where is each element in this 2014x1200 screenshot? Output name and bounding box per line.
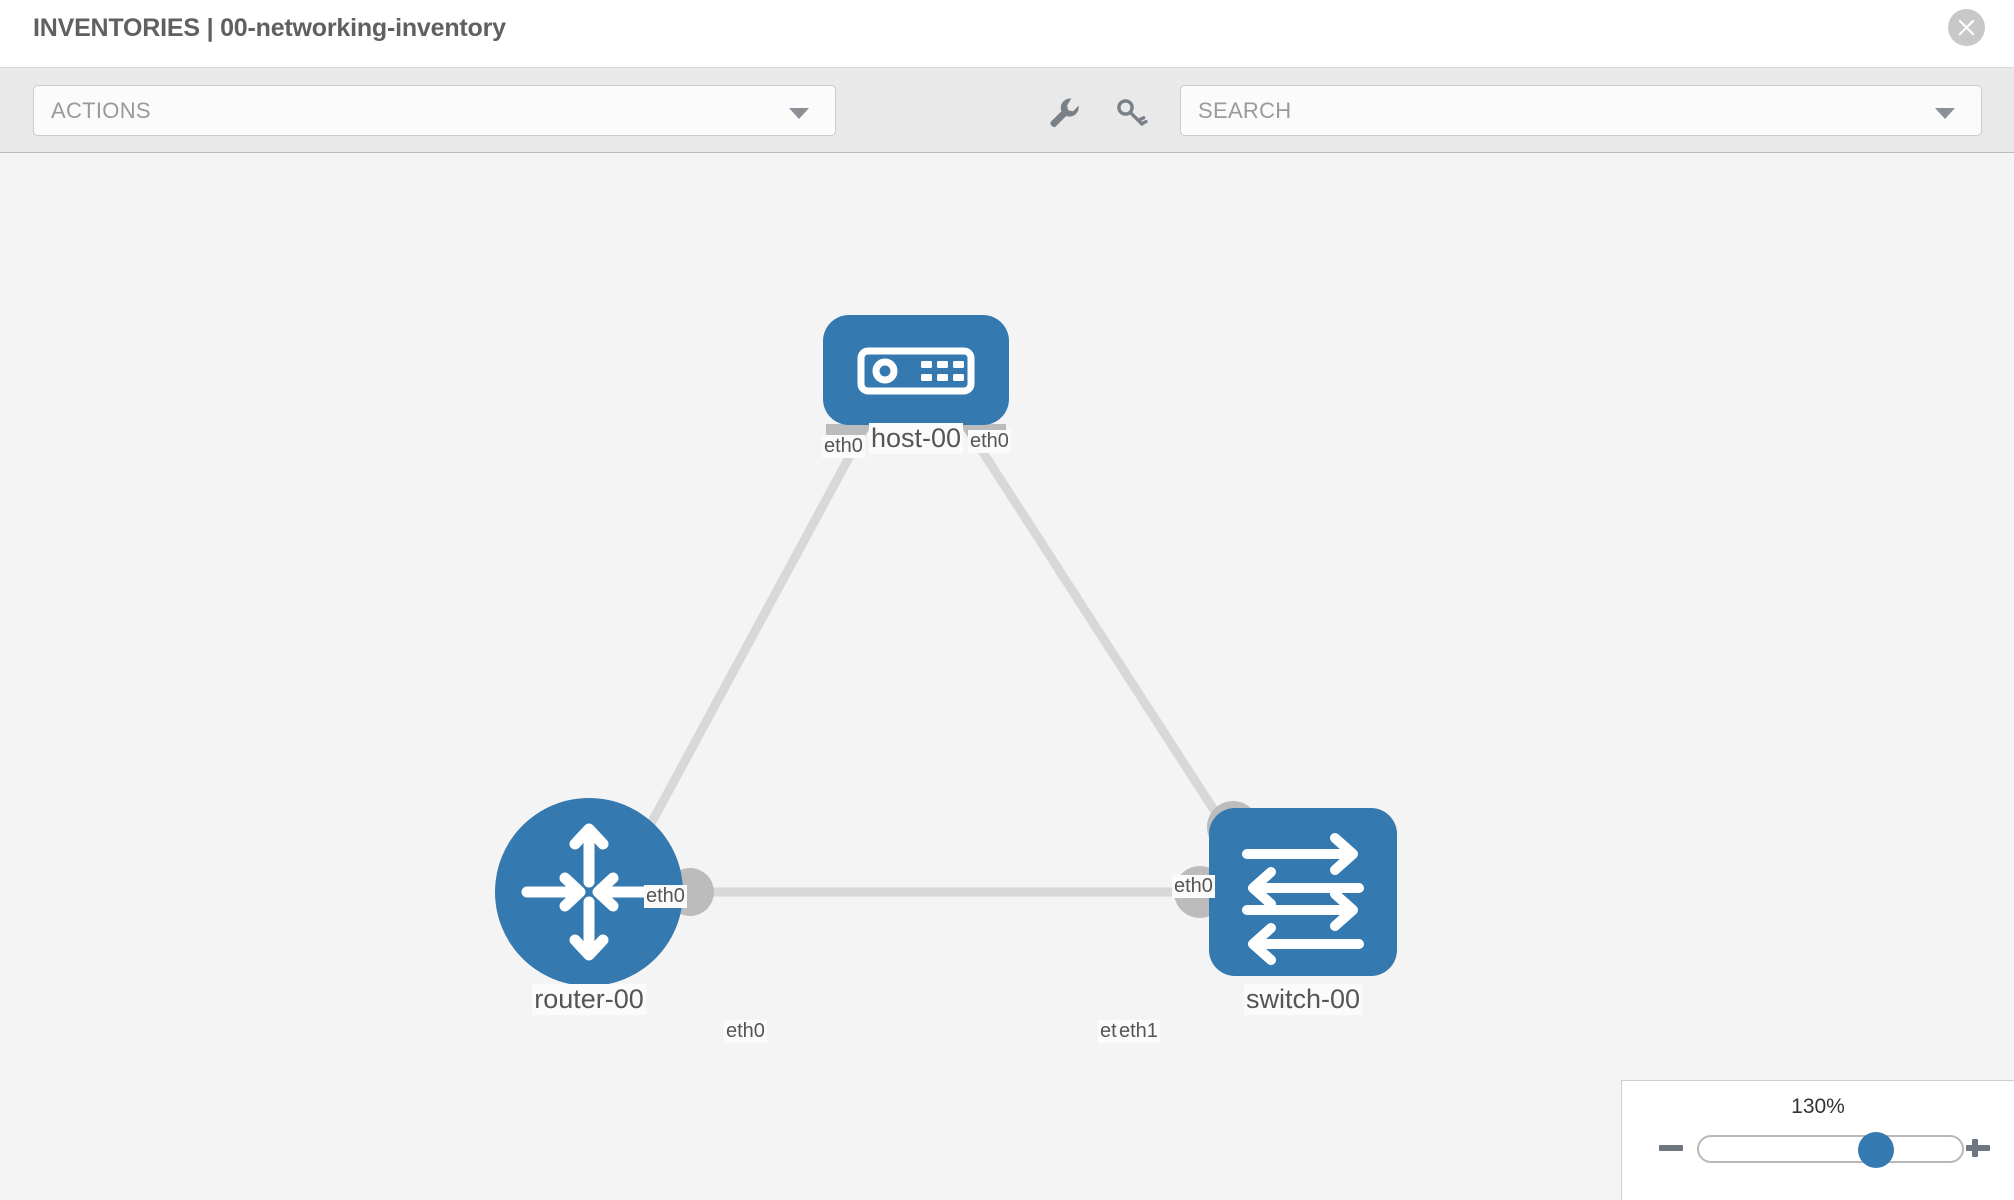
iface-label-switch-eth1-trunk[interactable]: eth1 (1117, 1020, 1160, 1043)
link-edges (636, 423, 1236, 897)
node-label-switch-00[interactable]: switch-00 (1243, 984, 1363, 1015)
iface-label-host-eth0-left[interactable]: eth0 (822, 435, 865, 458)
zoom-control-panel: 130% (1621, 1080, 2014, 1200)
server-icon (857, 347, 975, 395)
iface-label-host-eth0-right[interactable]: eth0 (968, 430, 1011, 453)
minus-icon[interactable] (1659, 1145, 1683, 1151)
page-header: INVENTORIES | 00-networking-inventory (0, 0, 2014, 68)
node-switch-00 (1209, 808, 1397, 976)
actions-dropdown-label: ACTIONS (51, 98, 151, 123)
search-placeholder: SEARCH (1198, 98, 1292, 123)
key-icon[interactable] (1113, 94, 1149, 130)
page-title: INVENTORIES | 00-networking-inventory (33, 14, 506, 42)
node-label-host-00[interactable]: host-00 (868, 423, 964, 454)
router-arrows-icon (521, 823, 657, 961)
close-icon[interactable] (1948, 9, 1985, 46)
topology-graph (495, 315, 1397, 986)
zoom-level-label: 130% (1791, 1095, 1845, 1118)
search-input[interactable]: SEARCH (1180, 85, 1982, 136)
switch-arrows-icon (1242, 833, 1364, 965)
iface-label-switch-eth0-uplink[interactable]: eth0 (1172, 875, 1215, 898)
node-label-router-00[interactable]: router-00 (532, 984, 646, 1015)
chevron-down-icon[interactable] (1935, 108, 1955, 119)
zoom-slider-row (1622, 1132, 2014, 1177)
iface-label-router-eth0-trunk[interactable]: eth0 (724, 1020, 767, 1043)
zoom-slider-thumb[interactable] (1858, 1132, 1894, 1168)
iface-label-router-eth0-uplink[interactable]: eth0 (644, 885, 687, 908)
zoom-slider[interactable] (1697, 1132, 1964, 1168)
toolbar: ACTIONS SEARCH (0, 68, 2014, 153)
node-host-00 (823, 315, 1009, 425)
actions-dropdown[interactable]: ACTIONS (33, 85, 836, 136)
node-router-00 (495, 798, 683, 986)
link-connectors (666, 424, 1259, 918)
plus-icon[interactable] (1963, 1133, 1993, 1163)
wrench-icon[interactable] (1046, 94, 1082, 130)
node-router-shape (495, 798, 683, 986)
link-host-switch (962, 423, 1236, 841)
chevron-down-icon (789, 108, 809, 119)
link-host-router (636, 423, 870, 847)
node-host-shape (823, 315, 1009, 425)
topology-canvas[interactable]: host-00 router-00 switch-00 eth0 eth0 et… (0, 154, 2014, 1200)
